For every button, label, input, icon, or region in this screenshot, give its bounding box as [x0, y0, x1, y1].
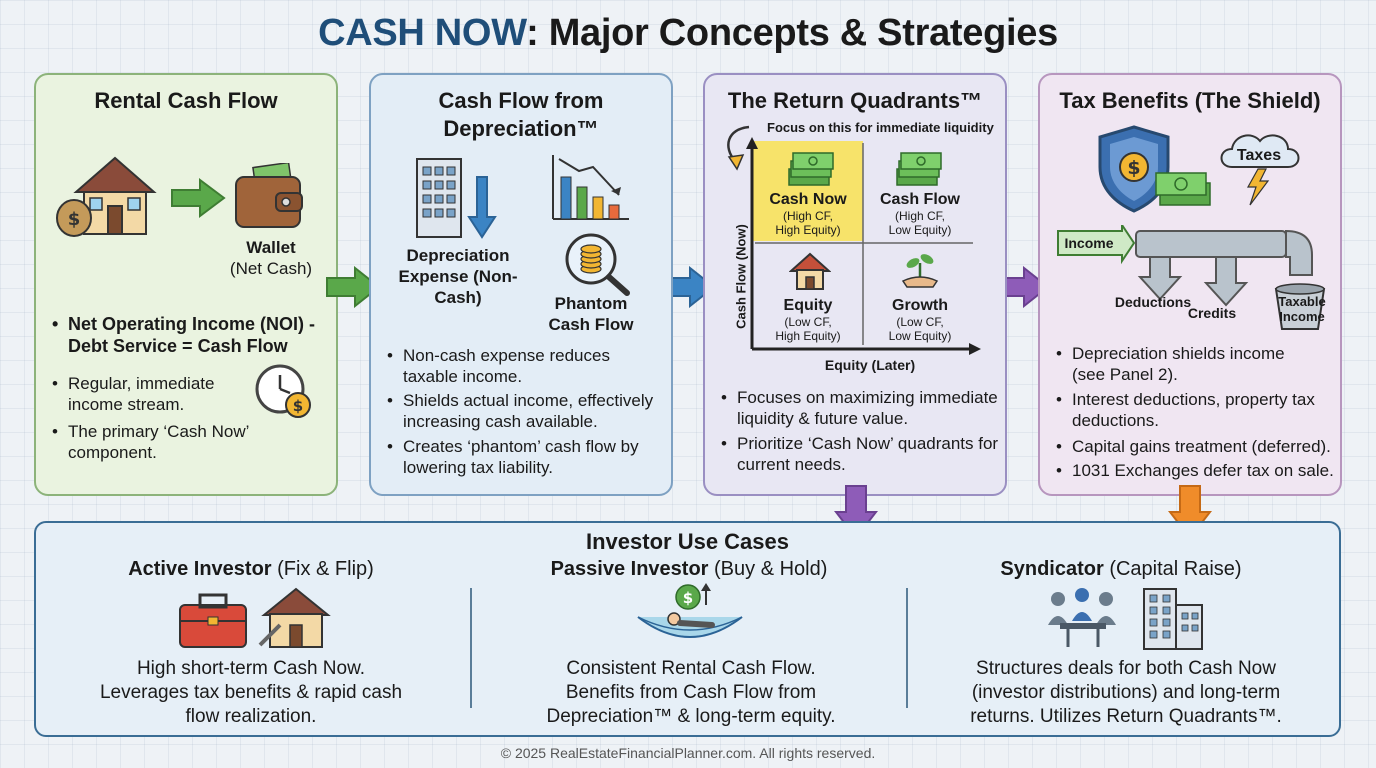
hammock-icon: $	[637, 583, 743, 638]
curved-arrow-icon	[727, 125, 750, 171]
toolbox-house-icon	[179, 587, 331, 648]
panel-tax-benefits: Tax Benefits (The Shield) $ Taxes Income…	[1038, 73, 1342, 496]
magnifier-coins-icon	[565, 233, 630, 296]
depreciation-expense-label: Depreciation Expense (Non-Cash)	[398, 246, 518, 307]
panel-depreciation: Cash Flow from Depreciation™ Depreciatio…	[369, 73, 673, 496]
use-cases-title: Investor Use Cases	[586, 529, 789, 554]
bullet-primary-component: The primary ‘Cash Now’ component.	[50, 421, 270, 463]
house-icon	[789, 252, 831, 290]
quadrant-cash-flow: Cash Flow (High CF, Low Equity)	[879, 191, 960, 237]
meeting-building-icon	[1048, 588, 1203, 650]
svg-text:$: $	[1127, 157, 1140, 179]
bullet-phantom: Creates ‘phantom’ cash flow by lowering …	[385, 436, 665, 478]
arrow-right-icon	[171, 178, 226, 218]
credits-label: Credits	[1187, 305, 1237, 321]
passive-investor-desc: Consistent Rental Cash Flow. Benefits fr…	[546, 658, 836, 727]
panel-title: Rental Cash Flow	[94, 88, 278, 113]
cash-stack-icon	[896, 152, 942, 186]
syndicator-desc: Structures deals for both Cash Now (inve…	[970, 658, 1282, 727]
bullet-shields: Shields actual income, effectively incre…	[385, 390, 675, 432]
svg-text:$: $	[293, 397, 303, 415]
bullet-capital-gains: Capital gains treatment (deferred).	[1054, 436, 1344, 457]
quadrant-equity: Equity (Low CF, High Equity)	[775, 297, 841, 343]
x-axis-label: Equity (Later)	[824, 357, 916, 373]
quadrant-cash-now: Cash Now (High CF, High Equity)	[769, 191, 847, 237]
panel-title: Tax Benefits (The Shield)	[1059, 88, 1321, 113]
bullet-maximizing: Focuses on maximizing immediate liquidit…	[719, 387, 1009, 429]
panel-return-quadrants: The Return Quadrants™ Focus on this for …	[703, 73, 1007, 496]
focus-note: Focus on this for immediate liquidity	[767, 120, 994, 135]
income-label: Income	[1064, 235, 1114, 251]
quadrant-growth: Growth (Low CF, Low Equity)	[888, 297, 952, 343]
footer-copyright: © 2025 RealEstateFinancialPlanner.com. A…	[500, 745, 876, 761]
house-money-icon: $	[56, 156, 157, 237]
page-title: CASH NOW: Major Concepts & Strategies	[318, 12, 1058, 54]
declining-chart-icon	[552, 155, 629, 220]
panel-title: Cash Flow from Depreciation™	[438, 88, 604, 141]
taxable-income-label: Taxable Income	[1278, 294, 1326, 324]
quadrant-axes	[746, 137, 981, 355]
arrow-right-icon	[326, 266, 381, 308]
divider	[470, 588, 472, 708]
building-down-arrow-icon	[416, 158, 497, 239]
divider	[906, 588, 908, 708]
tax-cloud-lightning-icon	[1220, 134, 1300, 206]
panel-title: The Return Quadrants™	[727, 88, 983, 113]
income-pipeline-icon	[1057, 225, 1326, 330]
use-cases-panel: Investor Use Cases Active Investor (Fix …	[34, 521, 1341, 737]
bullet-non-cash: Non-cash expense reduces taxable income.	[385, 345, 645, 387]
clock-money-icon: $	[255, 364, 311, 418]
wallet-icon	[235, 163, 303, 228]
deductions-label: Deductions	[1114, 294, 1192, 310]
phantom-cash-flow-label: Phantom Cash Flow	[548, 294, 634, 334]
bullet-1031: 1031 Exchanges defer tax on sale.	[1054, 460, 1344, 481]
shield-money-icon: $	[1098, 125, 1211, 213]
cash-stack-icon	[788, 152, 834, 186]
y-axis-label: Cash Flow (Now)	[733, 224, 749, 329]
wallet-sublabel: (Net Cash)	[229, 259, 313, 278]
svg-text:$: $	[683, 589, 693, 607]
active-investor-desc: High short-term Cash Now. Leverages tax …	[99, 658, 403, 727]
panel-rental-cash-flow: Rental Cash Flow $ Wallet (Net Cash) Net…	[34, 73, 338, 496]
bullet-depreciation-shields: Depreciation shields income (see Panel 2…	[1054, 343, 1314, 385]
wallet-label: Wallet	[246, 238, 296, 257]
bullet-regular-income: Regular, immediate income stream.	[50, 373, 250, 415]
bullet-noi: Net Operating Income (NOI) - Debt Servic…	[50, 313, 330, 357]
syndicator-title: Syndicator (Capital Raise)	[1000, 558, 1242, 580]
active-investor-title: Active Investor (Fix & Flip)	[128, 558, 374, 580]
taxes-label: Taxes	[1236, 147, 1282, 164]
bullet-prioritize: Prioritize ‘Cash Now’ quadrants for curr…	[719, 433, 999, 475]
passive-investor-title: Passive Investor (Buy & Hold)	[550, 558, 828, 580]
bullet-interest: Interest deductions, property tax deduct…	[1054, 389, 1344, 431]
plant-hand-icon	[901, 254, 939, 288]
svg-text:$: $	[68, 209, 81, 230]
